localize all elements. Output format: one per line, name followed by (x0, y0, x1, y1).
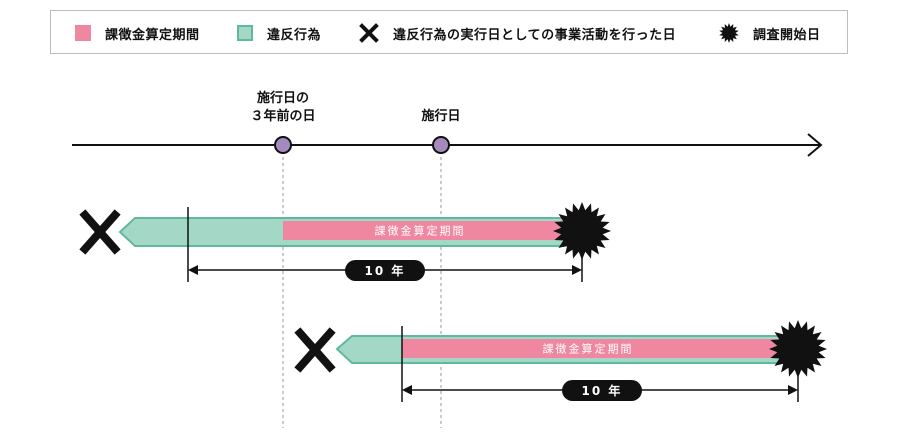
legend-label-violation: 違反行為 (267, 27, 322, 43)
surcharge-bar-label-2: 課徴金算定期間 (543, 342, 634, 356)
cross-icon (79, 209, 121, 255)
legend-item-investigation-start: 調査開始日 (719, 11, 821, 55)
starburst-icon (769, 320, 827, 378)
marker-three-years-before (274, 136, 292, 154)
legend: 課徴金算定期間 違反行為 違反行為の実行日としての事業活動を行った日 調査開始日 (50, 10, 848, 54)
cross-icon (359, 23, 379, 43)
label-enforcement-day: 施行日 (421, 108, 460, 124)
violation-swatch (237, 25, 253, 41)
duration-label-1: 10 年 (365, 263, 406, 278)
legend-item-surcharge-period: 課徴金算定期間 (75, 11, 200, 55)
label-three-years-before-line1: 施行日の (257, 90, 309, 106)
cross-icon (294, 327, 336, 373)
duration-arrow-left-1 (188, 265, 198, 275)
starburst-icon (719, 23, 739, 43)
surcharge-bar-1 (283, 221, 580, 240)
legend-item-last-act-day: 違反行為の実行日としての事業活動を行った日 (359, 11, 676, 55)
duration-label-2: 10 年 (582, 383, 623, 398)
case-row-1: 課徴金算定期間 10 年 (79, 202, 611, 282)
duration-badge-1 (345, 260, 425, 281)
legend-label-investigation-start: 調査開始日 (753, 27, 821, 43)
marker-enforcement-day (432, 136, 450, 154)
legend-item-violation: 違反行為 (237, 11, 321, 55)
label-three-years-before-line2: ３年前の日 (250, 108, 315, 124)
starburst-icon (553, 202, 611, 260)
surcharge-bar-2 (402, 339, 797, 358)
duration-arrow-right-2 (788, 385, 798, 395)
surcharge-bar-label-1: 課徴金算定期間 (375, 224, 466, 238)
case-row-2: 課徴金算定期間 10 年 (294, 320, 827, 402)
legend-label-last-act-day: 違反行為の実行日としての事業活動を行った日 (393, 27, 677, 43)
duration-badge-2 (562, 380, 642, 401)
time-axis-arrowhead (807, 133, 823, 157)
duration-arrow-right-1 (572, 265, 582, 275)
legend-label-surcharge-period: 課徴金算定期間 (105, 27, 200, 43)
surcharge-period-swatch (75, 25, 91, 41)
duration-arrow-left-2 (402, 385, 412, 395)
